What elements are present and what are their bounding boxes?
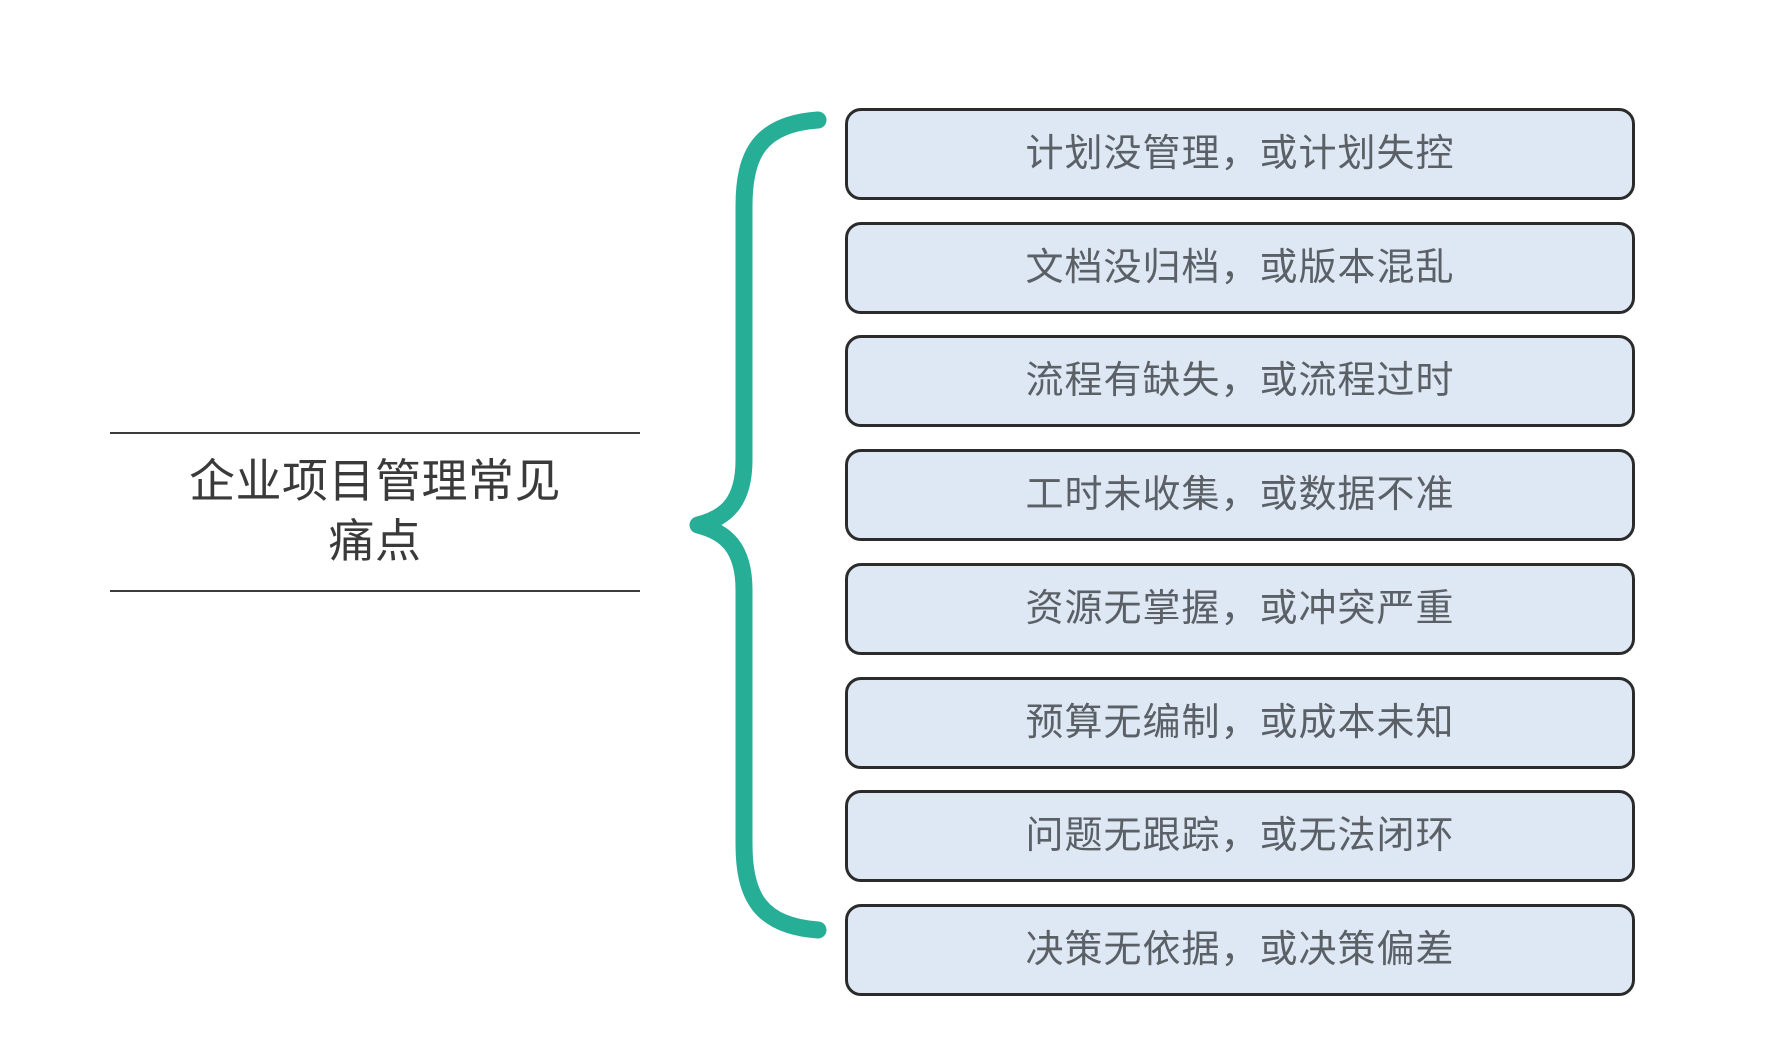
topic-box-label: 工时未收集，或数据不准 (1025, 474, 1455, 517)
topic-box-label: 计划没管理，或计划失控 (1025, 133, 1455, 175)
topic-list: 计划没管理，或计划失控 文档没归档，或版本混乱 流程有缺失，或流程过时 工时未收… (845, 108, 1635, 996)
topic-box-label: 问题无跟踪，或无法闭环 (1025, 815, 1455, 858)
topic-box-7[interactable]: 问题无跟踪，或无法闭环 (845, 790, 1635, 883)
curly-brace-icon (640, 110, 840, 940)
topic-box-1[interactable]: 计划没管理，或计划失控 (845, 108, 1635, 200)
topic-box-8[interactable]: 决策无依据，或决策偏差 (845, 903, 1635, 996)
topic-box-2[interactable]: 文档没归档，或版本混乱 (845, 221, 1635, 314)
page-title: 企业项目管理常见 痛点 (189, 455, 561, 567)
topic-box-5[interactable]: 资源无掌握，或冲突严重 (845, 562, 1635, 655)
topic-box-label: 文档没归档，或版本混乱 (1025, 246, 1455, 289)
topic-box-label: 资源无掌握，或冲突严重 (1025, 587, 1455, 630)
topic-box-label: 流程有缺失，或流程过时 (1025, 360, 1455, 403)
topic-box-label: 预算无编制，或成本未知 (1025, 701, 1455, 744)
topic-box-6[interactable]: 预算无编制，或成本未知 (845, 676, 1635, 769)
topic-box-3[interactable]: 流程有缺失，或流程过时 (845, 335, 1635, 428)
topic-box-4[interactable]: 工时未收集，或数据不准 (845, 449, 1635, 542)
topic-box-label: 决策无依据，或决策偏差 (1025, 928, 1455, 971)
root-topic[interactable]: 企业项目管理常见 痛点 (110, 432, 640, 592)
